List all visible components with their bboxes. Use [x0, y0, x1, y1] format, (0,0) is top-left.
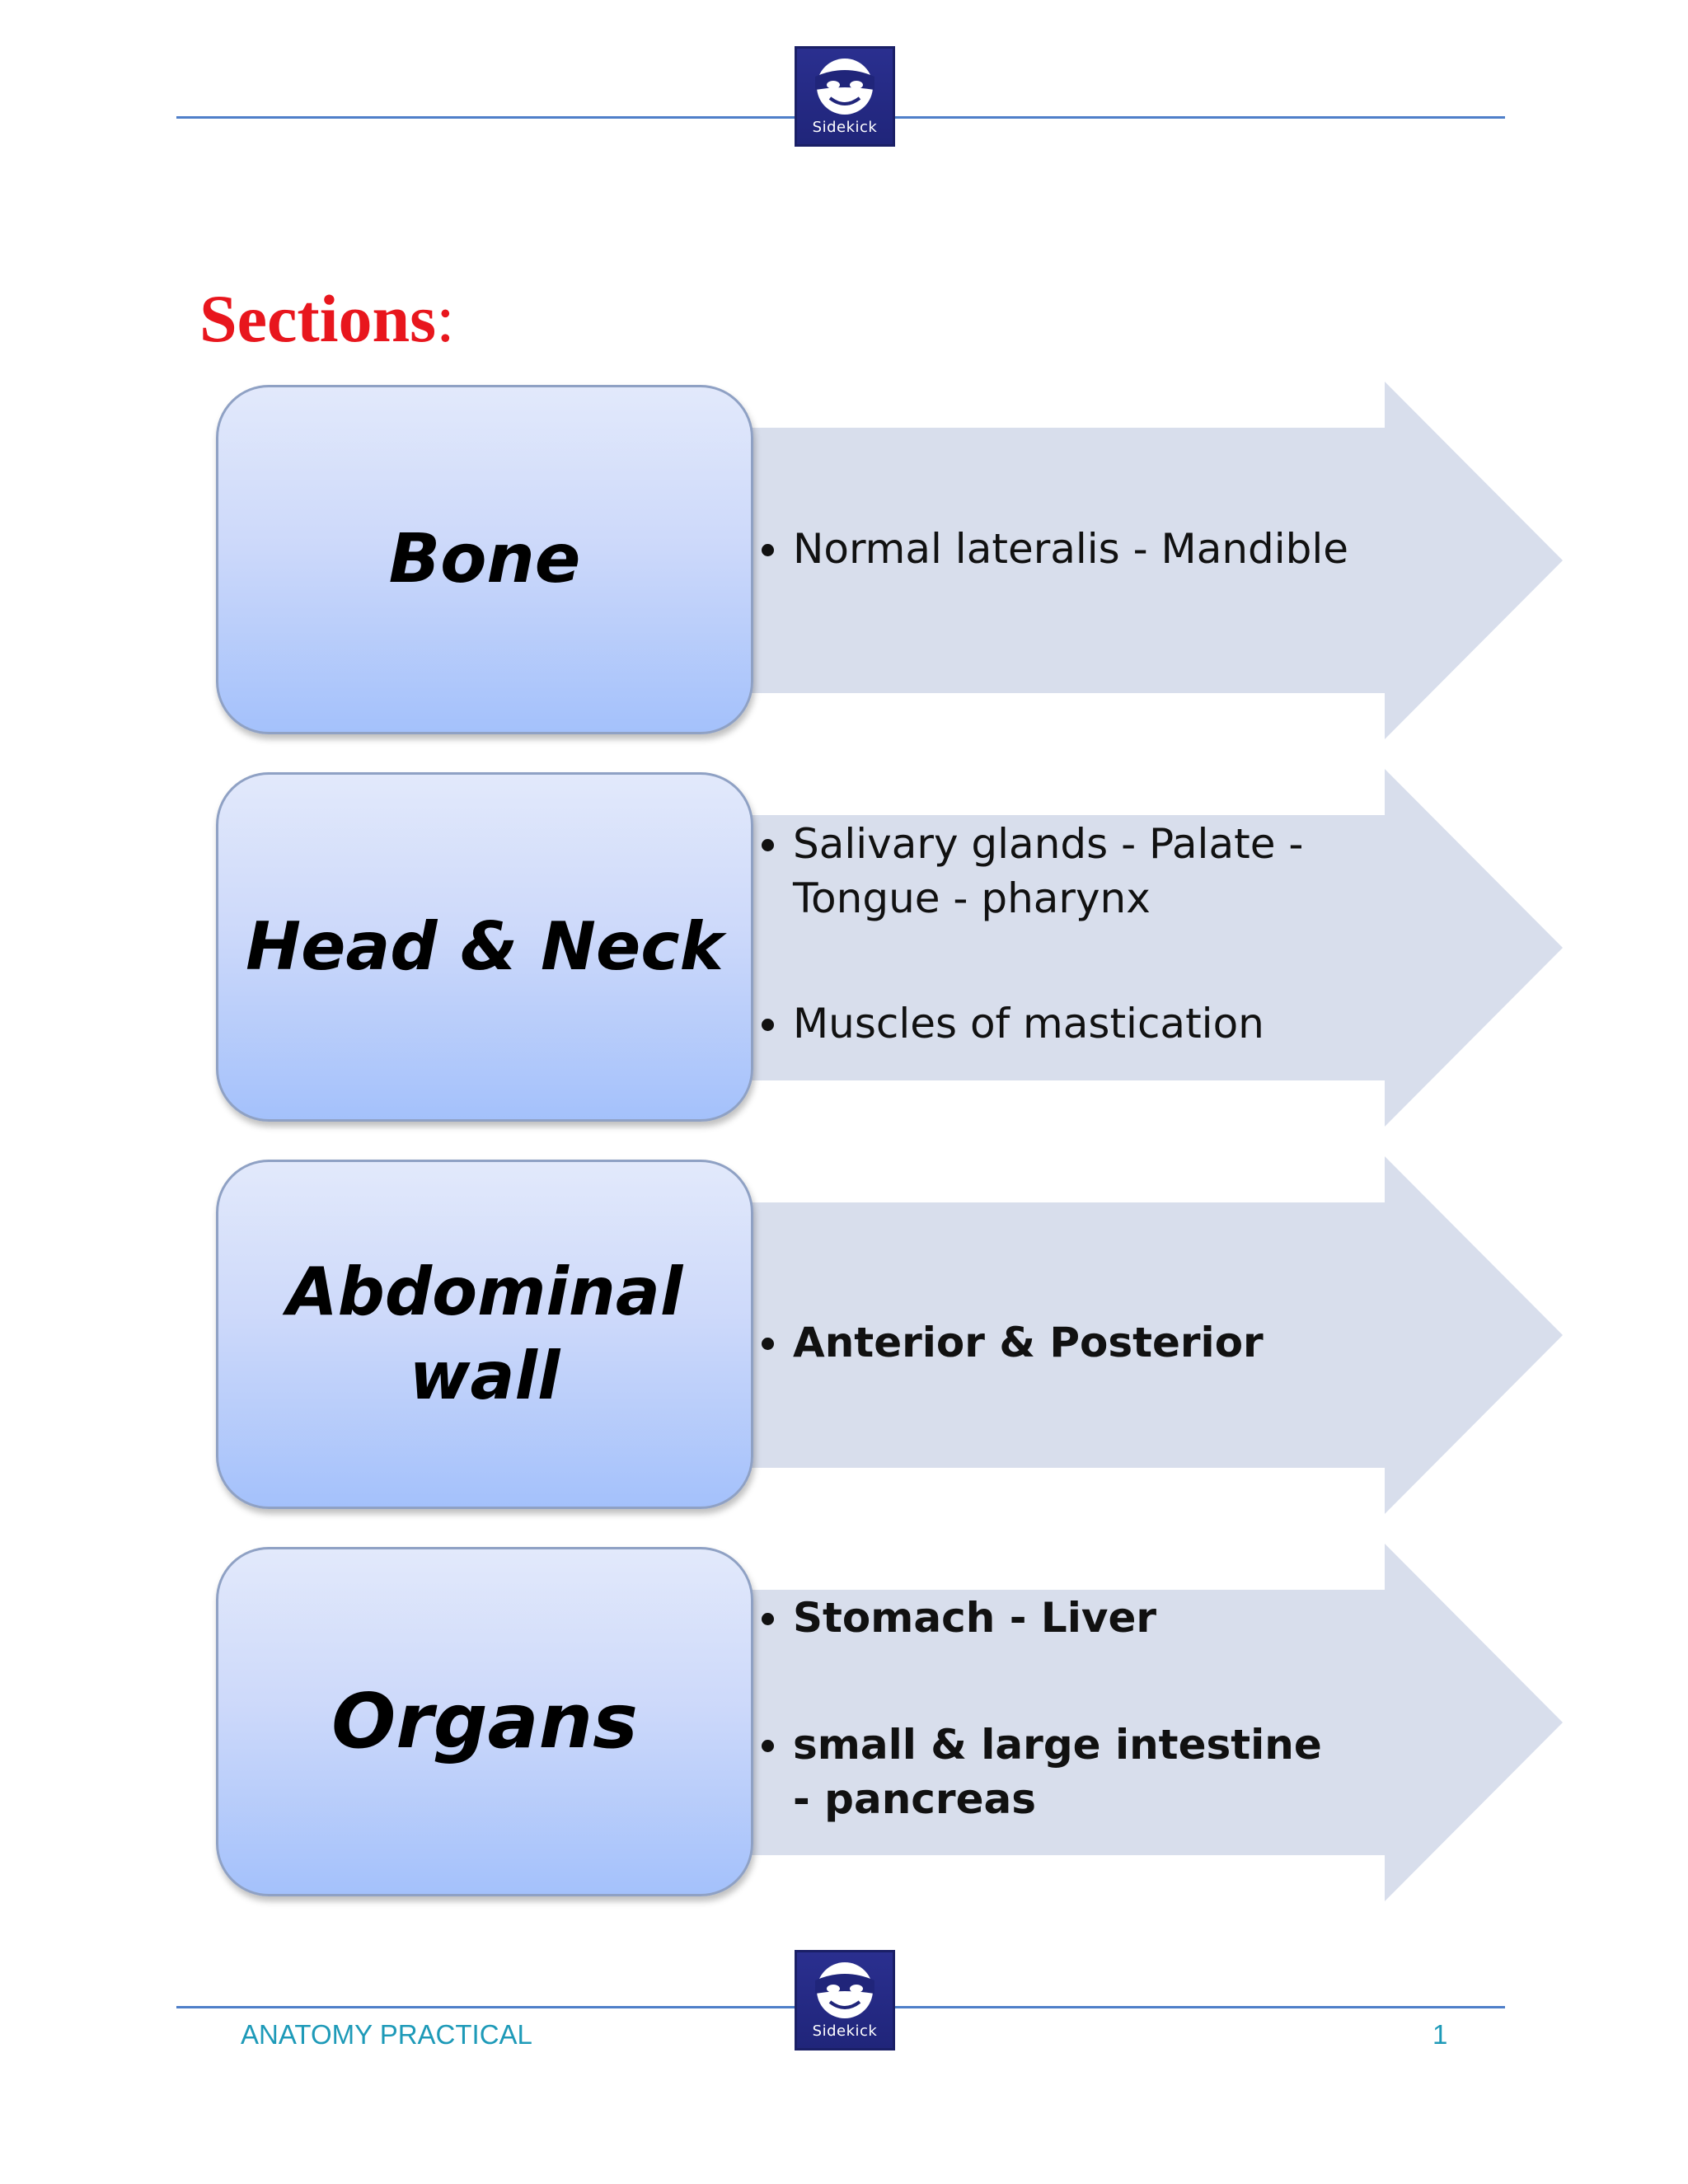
list-item: small & large intestine - pancreas — [757, 1718, 1334, 1826]
list-item: Anterior & Posterior — [757, 1315, 1264, 1370]
section-title-line: wall — [409, 1338, 560, 1414]
section-box-organs: Organs — [216, 1547, 753, 1896]
section-items-bone: Normal lateralis - Mandible — [757, 522, 1348, 576]
masked-face-icon — [815, 59, 874, 115]
page-title: Sections: — [199, 281, 455, 356]
arrow-organs — [742, 1544, 1563, 1901]
header-logo: Sidekick — [795, 46, 895, 147]
section-items-abdominal-wall: Anterior & Posterior — [757, 1315, 1264, 1370]
section-title-abdominal-wall: Abdominal wall — [287, 1250, 683, 1418]
footer-rule-left — [176, 2006, 795, 2008]
logo-text: Sidekick — [812, 2022, 878, 2040]
arrow-head-neck — [742, 769, 1563, 1127]
section-title-bone: Bone — [388, 519, 581, 598]
arrow-abdominal-wall — [742, 1156, 1563, 1514]
section-title-organs: Organs — [331, 1676, 638, 1765]
section-title-line: Abdominal — [286, 1254, 683, 1330]
footer-course-title: ANATOMY PRACTICAL — [241, 2019, 532, 2050]
section-box-head-neck: Head & Neck — [216, 772, 753, 1122]
list-item: Muscles of mastication — [757, 996, 1334, 1051]
list-item: Normal lateralis - Mandible — [757, 522, 1348, 576]
page-number: 1 — [1432, 2019, 1448, 2050]
list-item: Salivary glands - Palate - Tongue - phar… — [757, 817, 1334, 926]
logo-text: Sidekick — [812, 119, 878, 136]
arrow-bone — [742, 382, 1563, 739]
section-box-bone: Bone — [216, 385, 753, 734]
header-rule-right — [895, 116, 1505, 119]
section-title-head-neck: Head & Neck — [246, 908, 724, 985]
masked-face-icon — [815, 1962, 874, 2018]
section-items-head-neck: Salivary glands - Palate - Tongue - phar… — [757, 817, 1334, 1051]
section-items-organs: Stomach - Liver small & large intestine … — [757, 1591, 1334, 1826]
section-box-abdominal-wall: Abdominal wall — [216, 1160, 753, 1509]
footer-logo: Sidekick — [795, 1950, 895, 2050]
header-rule-left — [176, 116, 795, 119]
footer-rule-right — [895, 2006, 1505, 2008]
list-item: Stomach - Liver — [757, 1591, 1334, 1645]
